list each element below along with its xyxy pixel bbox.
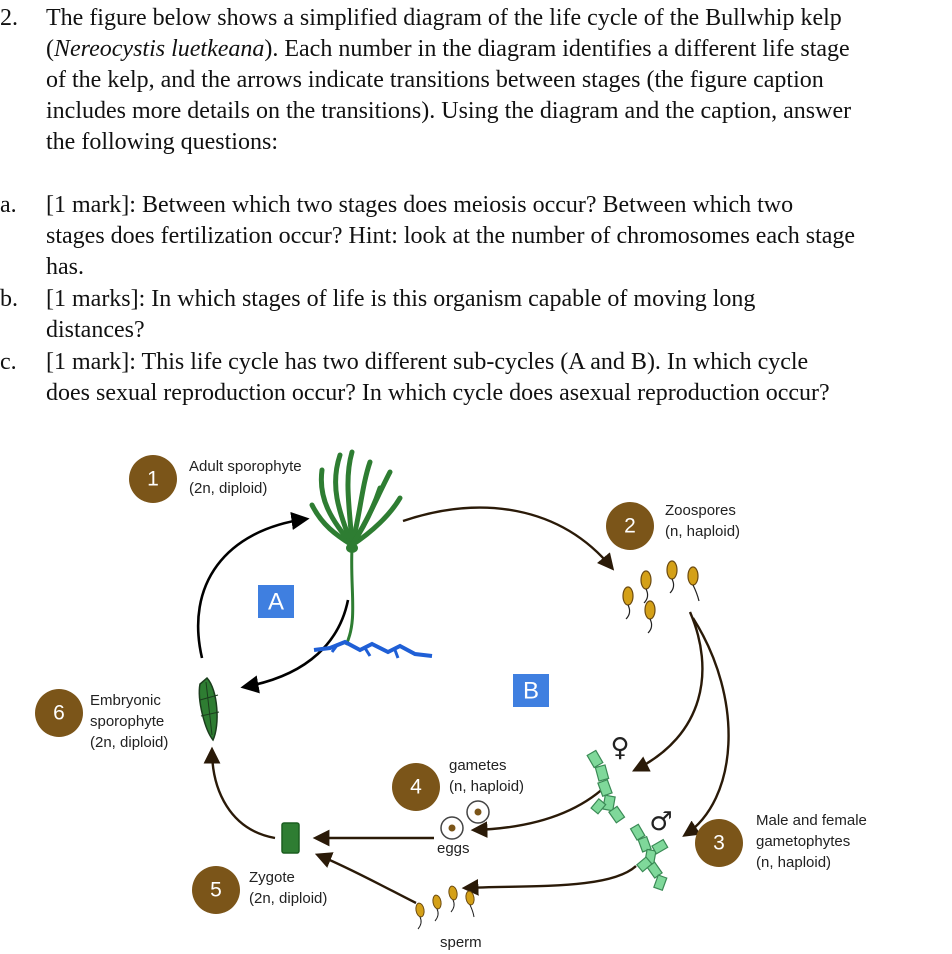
species-name: Nereocystis luetkeana [54, 36, 265, 62]
sperm-illustration [415, 885, 475, 930]
arrow-sperm-to-zygote [314, 852, 417, 905]
stage-1-badge [129, 455, 177, 503]
sperm-label: sperm [440, 934, 482, 951]
stage-1-name: Adult sporophyte [189, 458, 302, 475]
stage-4-number: 4 [410, 776, 422, 799]
female-gametophyte-illustration [586, 749, 626, 824]
stage-5-ploidy: (2n, diploid) [249, 890, 327, 907]
stage-2-ploidy: (n, haploid) [665, 523, 740, 540]
cycle-a-box: A [258, 585, 294, 618]
part-b-line-2: distances? [46, 317, 145, 343]
cycle-arrows [203, 506, 730, 905]
arrow-female-to-eggs [470, 785, 607, 838]
stage-6: 6 Embryonic sporophyte (2n, diploid) [35, 689, 168, 751]
stage-5: 5 Zygote (2n, diploid) [192, 866, 327, 914]
stage-6-ploidy: (2n, diploid) [90, 734, 168, 751]
cycle-a-arrows [196, 511, 350, 694]
part-a-line-1: [1 mark]: Between which two stages does … [46, 192, 794, 218]
part-a-label: a. [0, 192, 17, 218]
arrow-6-to-1 [196, 511, 310, 659]
arrow-2-to-female [631, 611, 704, 772]
stage-1-number: 1 [147, 468, 159, 491]
eggs-label: eggs [437, 840, 470, 857]
part-a-line-2: stages does fertilization occur? Hint: l… [46, 223, 856, 249]
part-b-label: b. [0, 286, 18, 312]
question-intro-line-5: the following questions: [46, 129, 278, 155]
stage-1: 1 Adult sporophyte (2n, diploid) [129, 455, 302, 503]
zoospore [640, 570, 652, 604]
part-c-line-1: [1 mark]: This life cycle has two differ… [46, 349, 809, 375]
stage-3-ploidy: (n, haploid) [756, 854, 831, 871]
zoospores-illustration [622, 560, 700, 634]
stage-4: 4 gametes (n, haploid) [392, 757, 524, 811]
arrow-5-to-6 [203, 746, 276, 840]
stage-5-number: 5 [210, 879, 222, 902]
stage-3-name-line-2: gametophytes [756, 833, 850, 850]
arrow-2-to-male [682, 617, 730, 837]
zoospore [687, 566, 700, 602]
stage-5-name: Zygote [249, 869, 295, 886]
arrow-1-to-2 [402, 506, 615, 571]
part-c-label: c. [0, 349, 17, 375]
question-intro-line-4: includes more details on the transitions… [46, 98, 852, 124]
cycle-a-label: A [268, 589, 284, 616]
stage-4-badge [392, 763, 440, 811]
stage-6-name-line-1: Embryonic [90, 692, 161, 709]
arrow-male-to-sperm [461, 865, 637, 896]
stage-1-ploidy: (2n, diploid) [189, 480, 267, 497]
stage-2-badge [606, 502, 654, 550]
male-symbol: ♂ [649, 807, 672, 837]
part-a-line-3: has. [46, 254, 84, 280]
zoospore [644, 600, 656, 634]
question-number: 2. [0, 5, 18, 31]
stage-4-name: gametes [449, 757, 507, 774]
stage-3-number: 3 [713, 832, 725, 855]
cycle-b-label: B [523, 678, 539, 705]
stage-6-number: 6 [53, 702, 65, 725]
part-b-line-1: [1 marks]: In which stages of life is th… [46, 286, 756, 312]
embryonic-sporophyte-illustration [198, 676, 220, 742]
question-intro-line-3: of the kelp, and the arrows indicate tra… [46, 67, 824, 93]
stage-2-number: 2 [624, 515, 636, 538]
female-symbol: ♀ [610, 733, 629, 763]
stage-2: 2 Zoospores (n, haploid) [606, 502, 740, 550]
adult-sporophyte-illustration [309, 449, 433, 659]
stage-4-ploidy: (n, haploid) [449, 778, 524, 795]
stage-3-badge [695, 819, 743, 867]
question-intro-line-1: The figure below shows a simplified diag… [46, 5, 842, 31]
eggs-illustration [440, 800, 490, 840]
sperm-cell [415, 902, 425, 930]
sperm-cell [465, 890, 475, 918]
stage-3-name-line-1: Male and female [756, 812, 867, 829]
sperm-cell [448, 885, 458, 913]
stage-3: 3 Male and female gametophytes (n, haplo… [695, 812, 867, 871]
male-gametophyte-illustration [629, 823, 669, 892]
zoospore [666, 560, 678, 594]
sperm-cell [432, 894, 442, 922]
stage-2-name: Zoospores [665, 502, 736, 519]
zoospore [622, 586, 634, 620]
arrow-1-to-6 [240, 599, 350, 694]
part-c-line-2: does sexual reproduction occur? In which… [46, 380, 830, 406]
zygote-illustration [281, 822, 300, 854]
stage-6-badge [35, 689, 83, 737]
stage-5-badge [192, 866, 240, 914]
question-intro-line-2: (Nereocystis luetkeana). Each number in … [46, 36, 850, 62]
stage-6-name-line-2: sporophyte [90, 713, 164, 730]
cycle-b-box: B [513, 674, 549, 707]
